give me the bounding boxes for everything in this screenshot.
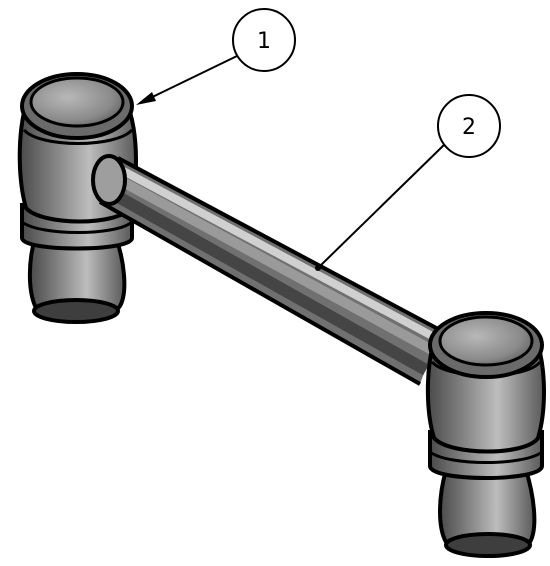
callout-2-point	[315, 265, 321, 271]
callout-2: 2	[315, 94, 501, 271]
callout-1: 1	[136, 8, 296, 105]
callout-2-balloon	[437, 94, 501, 158]
callout-1-leader	[139, 55, 238, 104]
left-post	[17, 72, 138, 324]
callout-1-balloon	[232, 8, 296, 72]
callout-2-leader	[319, 142, 447, 267]
callout-2-label: 2	[462, 115, 476, 140]
right-post	[425, 311, 546, 558]
callout-1-arrowhead	[136, 92, 156, 105]
crossbar	[91, 154, 441, 386]
callout-1-label: 1	[257, 29, 271, 54]
